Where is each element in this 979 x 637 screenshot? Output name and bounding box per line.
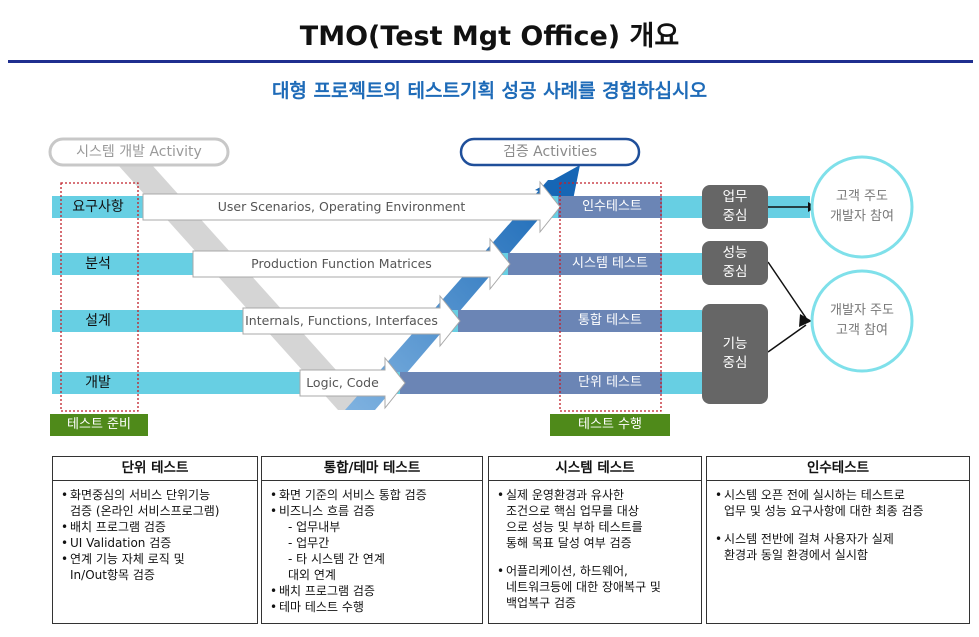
arrow-label-logic-code: Logic, Code — [306, 375, 379, 390]
list-subitem: - 업무간 — [288, 536, 330, 550]
arrow-row-4 — [299, 356, 406, 410]
list-subitem: - 업무내부 — [288, 520, 341, 534]
focus-business: 업무 중심 — [702, 185, 768, 229]
list-item: 화면중심의 서비스 단위기능 — [61, 487, 249, 503]
circle-developer-led — [810, 269, 914, 373]
list-item-cont: 으로 성능 및 부하 테스트를 — [506, 520, 643, 534]
panel-system-test: 시스템 테스트 실제 운영환경과 유사한 조건으로 핵심 업무를 대상 으로 성… — [488, 456, 702, 624]
list-item-cont: 네트워크등에 대한 장애복구 및 — [506, 580, 661, 594]
list-item: 화면 기준의 서비스 통합 검증 — [270, 487, 474, 503]
circle-text-customer-led: 고객 주도 개발자 참여 — [830, 189, 894, 224]
list-item: 배치 프로그램 검증 — [270, 583, 474, 599]
stage-development: 개발 — [85, 375, 111, 391]
arrow-row-1 — [142, 180, 561, 234]
panel-acceptance-test: 인수테스트 시스템 오픈 전에 실시하는 테스트로 업무 및 성능 요구사항에 … — [706, 456, 970, 624]
arrow-row-2 — [192, 237, 511, 291]
stage-requirements: 요구사항 — [72, 199, 124, 215]
page-title: TMO(Test Mgt Office) 개요 — [299, 21, 680, 52]
steel-bar-row-2 — [508, 253, 662, 275]
panel-unit-test: 단위 테스트 화면중심의 서비스 단위기능 검증 (온라인 서비스프로그램) 배… — [52, 456, 258, 624]
list-item-cont: 백업복구 검증 — [506, 596, 577, 610]
list-item-cont: 환경과 동일 환경에서 실시함 — [724, 548, 868, 562]
connector-2 — [767, 261, 807, 319]
list-item: 배치 프로그램 검증 — [61, 519, 249, 535]
verification-activities-label: 검증 Activities — [502, 144, 598, 160]
circle-customer-led — [810, 155, 914, 259]
test-integration: 통합 테스트 — [578, 313, 642, 328]
steel-bar-row-4 — [400, 372, 662, 394]
stage-design: 설계 — [85, 313, 111, 329]
list-item: 시스템 오픈 전에 실시하는 테스트로 — [715, 487, 961, 503]
list-item: 어플리케이션, 하드웨어, — [497, 563, 693, 579]
focus-performance: 성능 중심 — [702, 241, 768, 285]
page-subtitle: 대형 프로젝트의 테스트기획 성공 사례를 경험하십시오 — [271, 80, 708, 102]
arrow-row-3 — [242, 294, 461, 348]
test-unit: 단위 테스트 — [578, 375, 642, 390]
circle-text-developer-led: 개발자 주도 고객 참여 — [830, 303, 894, 338]
arrow-label-production-function: Production Function Matrices — [251, 256, 432, 271]
list-item: 연계 기능 자체 로직 및 — [61, 551, 249, 567]
system-dev-activity-label: 시스템 개발 Activity — [76, 144, 202, 160]
list-item: 시스템 전반에 걸쳐 사용자가 실제 — [715, 531, 961, 547]
list-item-cont: 업무 및 성능 요구사항에 대한 최종 검증 — [724, 504, 924, 518]
stage-analysis: 분석 — [85, 256, 111, 272]
prep-dotted-frame — [60, 182, 139, 412]
list-subitem: - 타 시스템 간 연계 — [288, 552, 385, 566]
arrow-label-user-scenarios: User Scenarios, Operating Environment — [217, 199, 466, 214]
panel-system-test-title: 시스템 테스트 — [489, 457, 701, 481]
v-model-diagram — [48, 137, 914, 412]
connector-merge-head — [799, 314, 812, 327]
panel-acceptance-test-title: 인수테스트 — [707, 457, 969, 481]
left-pill-shape — [48, 137, 230, 167]
test-prep-label: 테스트 준비 — [50, 414, 148, 436]
list-item: 비즈니스 흐름 검증 — [270, 503, 474, 519]
test-exec-label: 테스트 수행 — [550, 414, 670, 436]
list-item-cont: 검증 (온라인 서비스프로그램) — [70, 504, 220, 518]
list-item-cont: 통해 목표 달성 여부 검증 — [506, 536, 632, 550]
v-right-band — [345, 180, 572, 410]
right-pill-shape — [459, 137, 641, 167]
title-underline — [8, 60, 973, 63]
focus-function: 기능 중심 — [702, 304, 768, 404]
list-item: 테마 테스트 수행 — [270, 599, 474, 615]
arrow-label-internals: Internals, Functions, Interfaces — [245, 313, 438, 328]
list-item-cont: In/Out항목 검증 — [70, 568, 155, 582]
connector-3 — [767, 324, 807, 353]
list-subitem: 대외 연계 — [288, 568, 336, 582]
test-acceptance: 인수테스트 — [582, 199, 642, 214]
test-system: 시스템 테스트 — [572, 256, 648, 271]
list-item-cont: 조건으로 핵심 업무를 대상 — [506, 504, 639, 518]
exec-dotted-frame — [559, 182, 662, 412]
panel-integration-test-title: 통합/테마 테스트 — [262, 457, 482, 481]
panel-unit-test-title: 단위 테스트 — [53, 457, 257, 481]
list-item: UI Validation 검증 — [61, 535, 249, 551]
v-left-band — [118, 165, 372, 410]
panel-integration-test: 통합/테마 테스트 화면 기준의 서비스 통합 검증 비즈니스 흐름 검증 - … — [261, 456, 483, 624]
list-item: 실제 운영환경과 유사한 — [497, 487, 693, 503]
steel-bar-row-1 — [558, 196, 662, 218]
